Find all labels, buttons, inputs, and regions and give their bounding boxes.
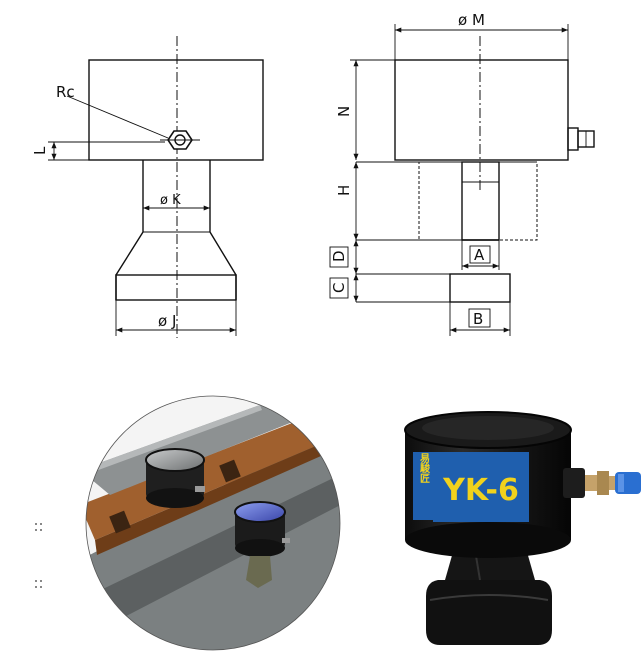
port-hex-icon [160,130,200,150]
product-label-cjk: 易駿匠 [418,453,430,483]
side-foot [449,273,511,303]
side-view-drawing: ø M N H D C A B [329,11,595,336]
side-body-outline [394,59,569,161]
dim-k-label: ø K [160,193,181,208]
blue-clamp-icon [234,501,290,588]
dim-b-label: B [473,310,483,328]
dim-h-label: H [335,185,353,196]
product-fitting-icon [563,468,641,498]
product-label-text: YK-6 [442,473,519,508]
rc-label: Rc [56,83,75,101]
application-render [85,395,341,651]
margin-marks [35,523,42,588]
side-neck [461,161,500,241]
dim-a-label: A [474,246,485,264]
rc-leader-line [66,95,169,139]
front-neck-left [115,160,144,300]
grey-clamp-icon [145,448,205,508]
product-label: 易駿匠 YK-6 [413,452,529,522]
wood-rail [86,420,330,540]
side-hidden-outline [418,161,538,241]
dim-m-label: ø M [458,11,485,29]
side-fitting-icon [567,127,579,151]
dim-j-label: ø J [158,312,176,330]
front-foot [115,274,237,301]
front-body-outline [88,59,264,161]
dim-c-label: C [330,283,348,293]
product-foot [426,580,552,645]
dim-n-label: N [335,106,353,117]
front-view-drawing: Rc L ø K ø J [31,36,264,338]
product-render: 易駿匠 YK-6 [404,411,641,645]
front-neck-right [209,160,237,300]
dim-l-label: L [31,146,49,155]
dim-d-label: D [330,250,348,262]
